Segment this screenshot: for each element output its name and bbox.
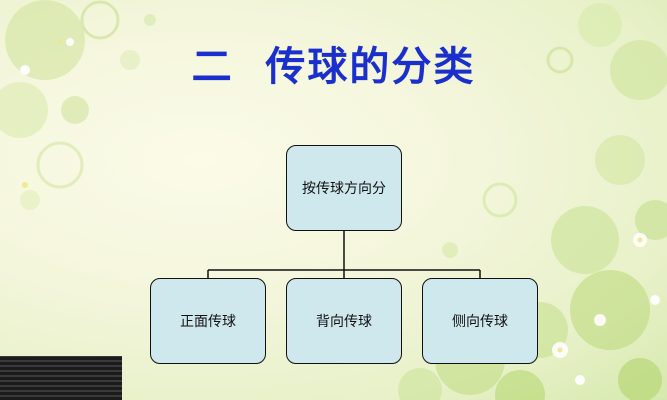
child-node-front-pass: 正面传球 — [150, 278, 266, 364]
child-node-side-pass: 侧向传球 — [422, 278, 538, 364]
root-node-label: 按传球方向分 — [302, 178, 386, 198]
child-node-label: 正面传球 — [180, 311, 236, 331]
child-node-label: 侧向传球 — [452, 311, 508, 331]
child-node-label: 背向传球 — [316, 311, 372, 331]
child-node-back-pass: 背向传球 — [286, 278, 402, 364]
root-node: 按传球方向分 — [286, 145, 402, 231]
